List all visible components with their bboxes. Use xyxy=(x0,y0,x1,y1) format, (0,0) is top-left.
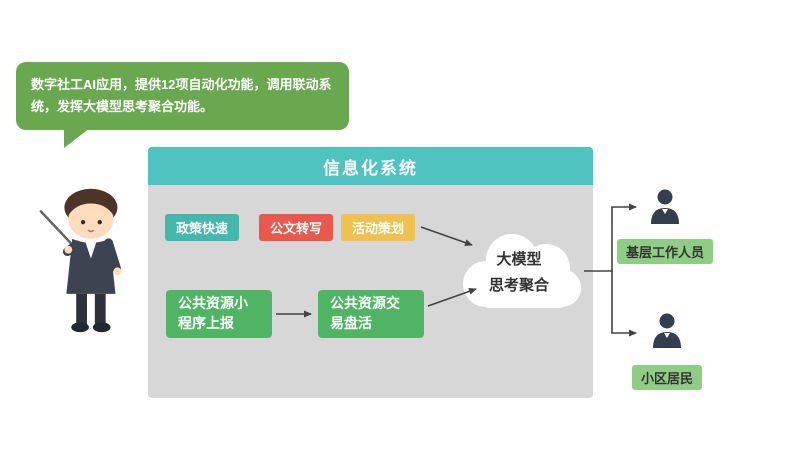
tag-policy-quick: 政策快速 xyxy=(165,214,240,241)
pointer-stick xyxy=(39,210,76,248)
character-eye-right xyxy=(97,220,102,225)
character-face xyxy=(68,199,114,239)
speech-bubble: 数字社工AI应用，提供12项自动化功能，调用联动系统，发挥大模型思考聚合功能。 xyxy=(16,62,349,149)
character-eye-left xyxy=(80,220,86,225)
cloud-label: 大模型 思考聚合 xyxy=(488,251,549,294)
aggregation-cloud xyxy=(463,234,581,308)
character-suit xyxy=(66,238,116,294)
tag-document-transcribe: 公文转写 xyxy=(259,214,334,241)
panel-header: 信息化系统 xyxy=(148,147,593,185)
character-hand-left xyxy=(64,245,73,254)
box-public-resource-report: 公共资源小程序上报 xyxy=(166,290,272,338)
character-bangs xyxy=(68,192,114,216)
character-shoe-right xyxy=(92,322,111,333)
tag-activity-planning: 活动策划 xyxy=(341,214,416,241)
social-worker-character xyxy=(39,188,122,333)
label-community-resident: 小区居民 xyxy=(632,365,703,390)
box-public-resource-trade: 公共资源交易盘活 xyxy=(318,290,424,338)
character-hand-right xyxy=(113,267,122,276)
character-leg-right xyxy=(94,293,106,326)
character-arm-right xyxy=(104,238,121,273)
worker-person-icon xyxy=(651,189,679,224)
character-shoe-left xyxy=(71,322,89,333)
character-mouth xyxy=(87,229,95,233)
character-leg-left xyxy=(76,293,87,326)
character-shirt xyxy=(85,240,97,259)
arrow-cloud-to-resident xyxy=(611,271,637,337)
panel-title: 信息化系统 xyxy=(323,158,418,178)
label-grassroots-worker: 基层工作人员 xyxy=(617,239,714,264)
speech-bubble-text: 数字社工AI应用，提供12项自动化功能，调用联动系统，发挥大模型思考聚合功能。 xyxy=(31,77,332,115)
resident-person-icon xyxy=(653,313,681,348)
speech-bubble-tail xyxy=(64,128,90,149)
